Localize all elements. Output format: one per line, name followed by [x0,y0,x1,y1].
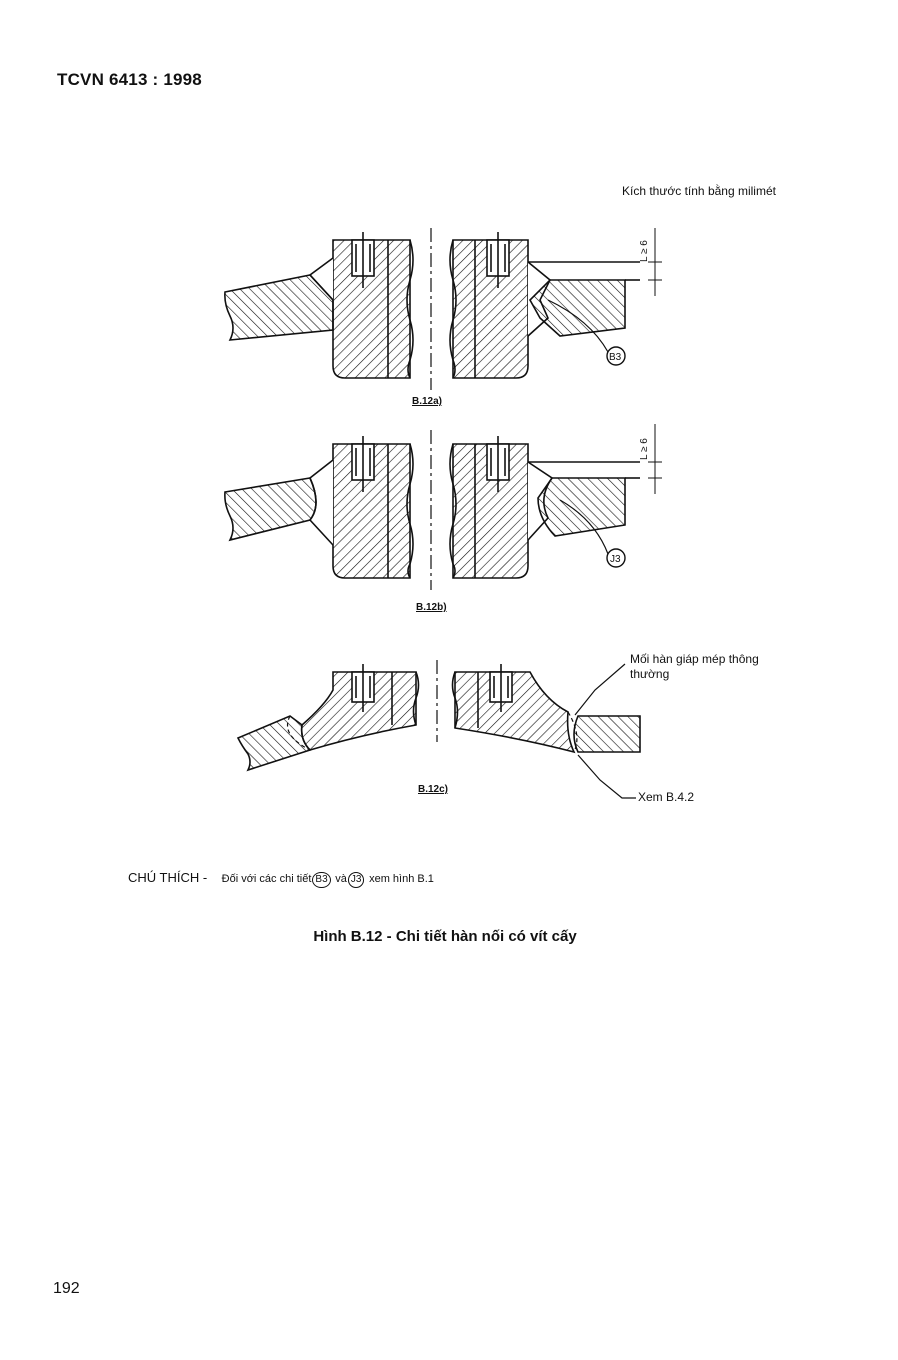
figure-caption-text: Hình B.12 - Chi tiết hàn nối có vít cấy [313,928,577,945]
subfigure-b-drawing [224,424,662,590]
document-standard-header: TCVN 6413 : 1998 [57,70,202,89]
marker-b3-label: B3 [609,352,622,363]
subfigure-b-label: B.12b) [416,602,447,613]
dimension-label-b: L ≥ 6 [639,438,650,460]
note-text-end: xem hình B.1 [369,873,434,885]
dimension-label-a: L ≥ 6 [639,240,650,262]
note-text-start: Đối với các chi tiết [221,873,312,885]
note-marker-b3: B3 [312,872,331,888]
subfigure-c-label: B.12c) [418,784,449,795]
see-reference-callout: Xem B.4.2 [638,790,695,804]
butt-weld-callout: Mối hàn giáp mép thông thường [630,652,759,681]
units-note: Kích thước tính bằng milimét [622,184,776,198]
marker-j3-label: J3 [610,554,621,565]
subfigure-a-label: B.12a) [412,396,443,407]
subfigure-a-drawing [224,228,662,390]
subfigure-c-drawing [236,660,641,799]
figure-caption: Hình B.12 - Chi tiết hàn nối có vít cấy [0,928,898,945]
note-prefix: CHÚ THÍCH - [128,870,208,885]
page-number: 192 [53,1280,80,1297]
note-marker-j3: J3 [347,872,365,888]
note-conj: và [335,873,347,885]
